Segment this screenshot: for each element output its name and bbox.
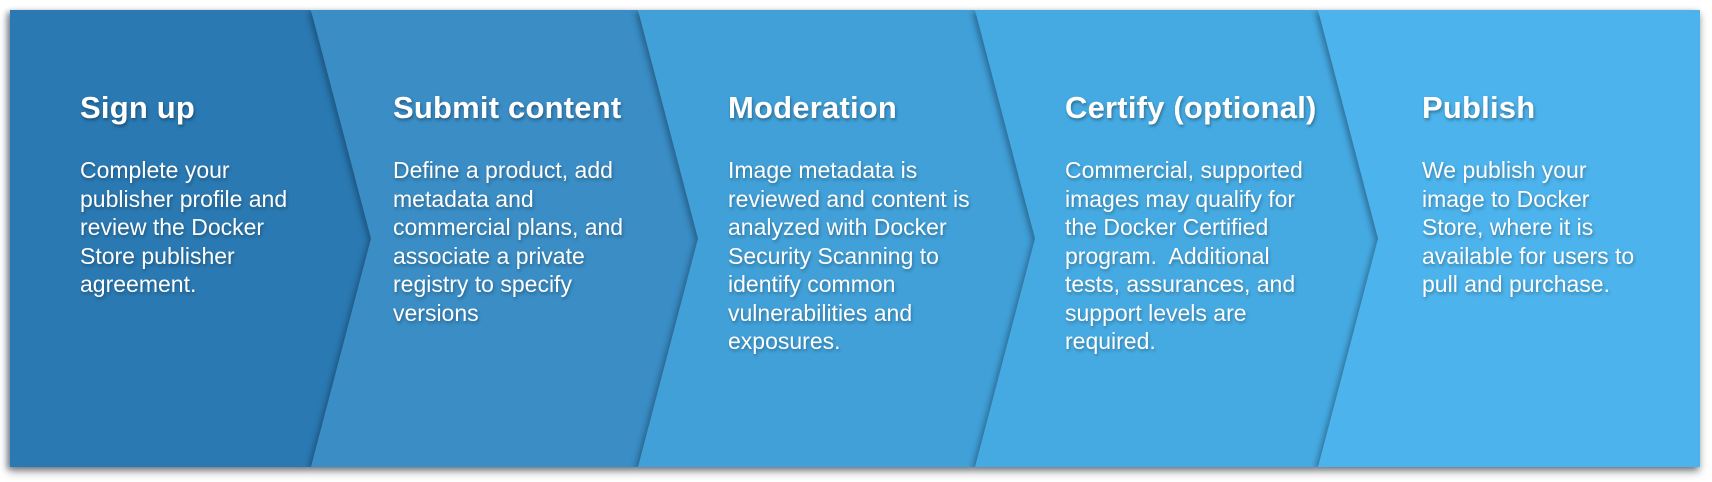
step-title: Moderation <box>728 90 898 125</box>
step-moderation: Moderation Image metadata is reviewed an… <box>638 10 1035 467</box>
step-sign-up: Sign up Complete your publisher profile … <box>10 10 371 467</box>
step-description: Commercial, supported images may qualify… <box>1065 157 1303 354</box>
step-sign-up-shape: Sign up Complete your publisher profile … <box>10 10 371 467</box>
step-title: Submit content <box>393 90 622 125</box>
step-publish: Publish We publish your image to Docker … <box>1318 10 1700 467</box>
step-publish-shape: Publish We publish your image to Docker … <box>1318 10 1700 467</box>
step-title: Publish <box>1422 90 1536 125</box>
step-description: Define a product, add metadata and comme… <box>393 157 624 326</box>
step-title: Sign up <box>80 90 196 125</box>
step-title: Certify (optional) <box>1065 90 1317 125</box>
step-submit-content-shape: Submit content Define a product, add met… <box>311 10 698 467</box>
step-certify-optional: Certify (optional) Commercial, supported… <box>975 10 1378 467</box>
step-moderation-shape: Moderation Image metadata is reviewed an… <box>638 10 1035 467</box>
step-description: We publish your image to Docker Store, w… <box>1422 157 1635 297</box>
step-certify-optional-shape: Certify (optional) Commercial, supported… <box>975 10 1378 467</box>
step-submit-content: Submit content Define a product, add met… <box>311 10 698 467</box>
chevron-band: Sign up Complete your publisher profile … <box>10 10 1700 467</box>
step-description: Image metadata is reviewed and content i… <box>728 157 970 354</box>
step-description: Complete your publisher profile and revi… <box>80 157 288 297</box>
